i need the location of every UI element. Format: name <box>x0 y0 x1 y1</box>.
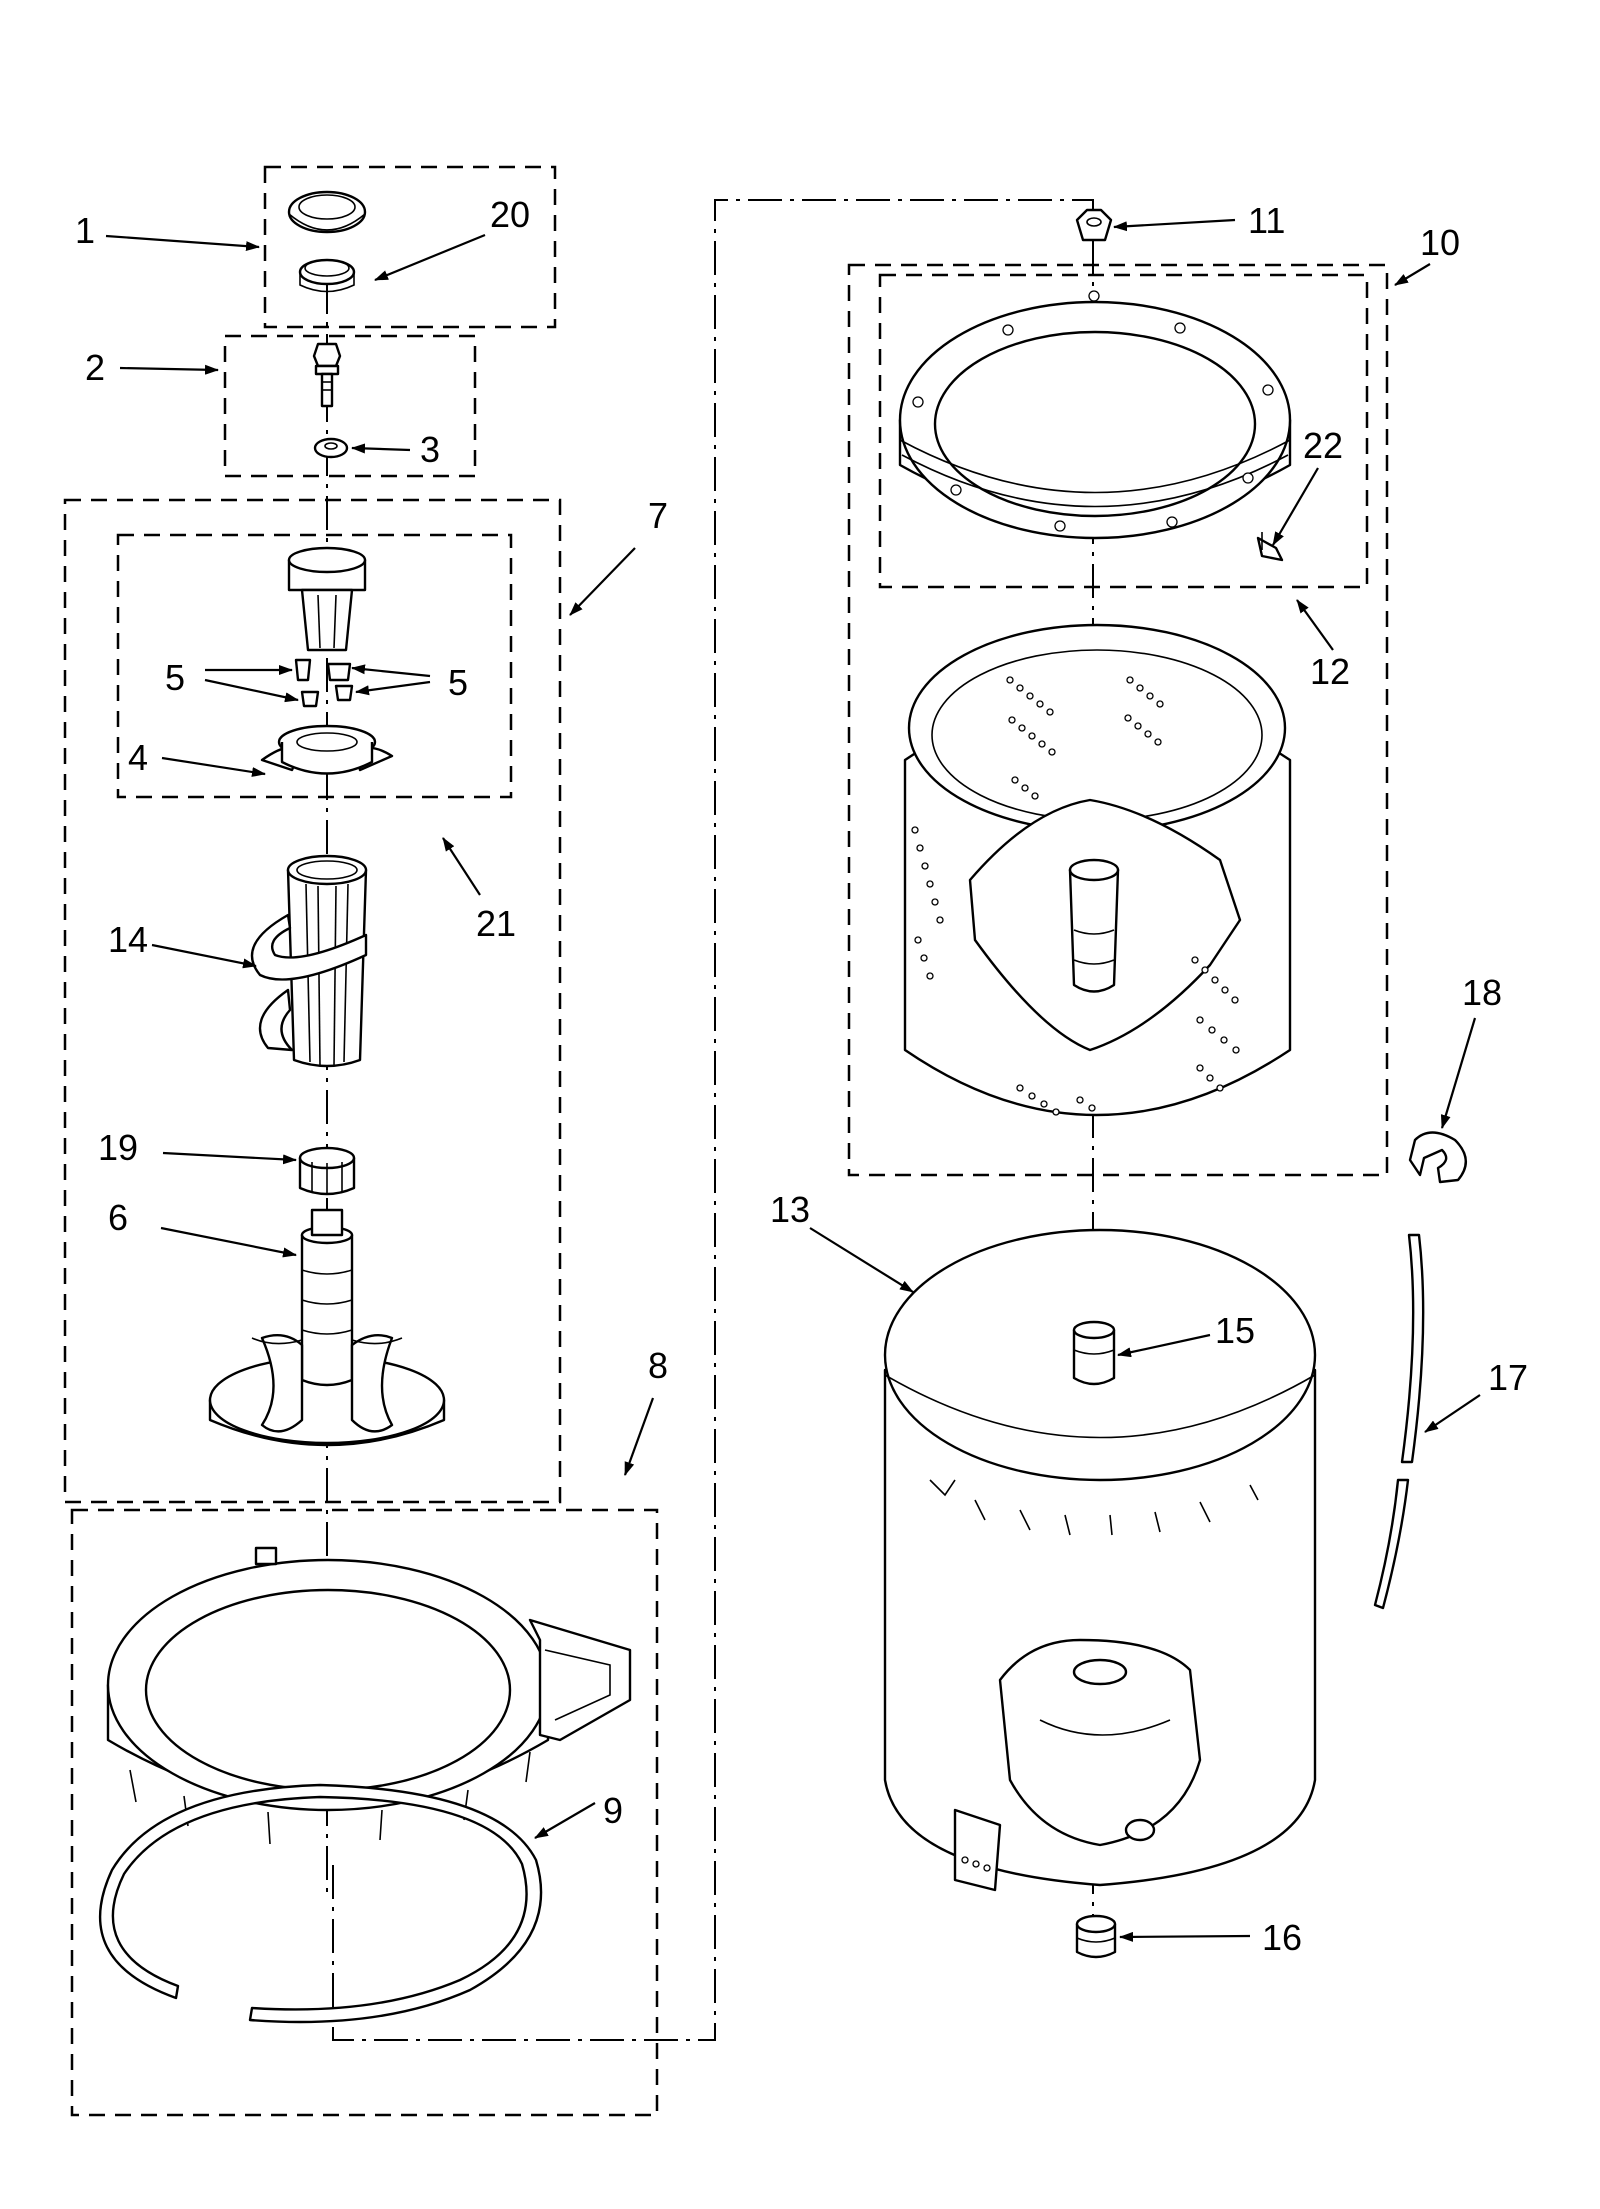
tub-ring-seal-part <box>98 1783 543 2024</box>
outer-tub-part <box>883 1228 1317 1892</box>
cap-seal-ring-part <box>298 258 356 293</box>
callout-1: 1 <box>75 210 95 251</box>
hose-clamp-part <box>1408 1131 1467 1184</box>
tub-hub-part <box>1072 1320 1116 1386</box>
cam-retainer-part <box>260 724 394 775</box>
basket-drive-nut-part <box>1075 208 1113 242</box>
basket-perforations <box>911 676 1240 1116</box>
callout-15: 15 <box>1215 1310 1255 1351</box>
callout-3: 3 <box>420 429 440 470</box>
callout-10: 10 <box>1420 222 1460 263</box>
agitator-auger-part <box>250 854 368 1068</box>
group-box-balance-ring <box>878 273 1369 589</box>
callout-22: 22 <box>1303 425 1343 466</box>
callout-21: 21 <box>476 903 516 944</box>
drive-coupler-part <box>298 1146 356 1196</box>
group-box-tub-ring <box>70 1508 659 2117</box>
bolt-washer-part <box>313 437 349 459</box>
callout-2: 2 <box>85 347 105 388</box>
balance-ring-part <box>898 290 1292 540</box>
callout-13: 13 <box>770 1189 810 1230</box>
callout-7: 7 <box>648 495 668 536</box>
group-box-basket-assembly <box>847 263 1389 1177</box>
callout-17: 17 <box>1488 1357 1528 1398</box>
axis-connector <box>332 199 1094 2041</box>
callout-labels: 1 20 2 3 7 5 5 4 21 14 19 6 8 9 11 10 22… <box>75 194 1528 1958</box>
callout-16: 16 <box>1262 1917 1302 1958</box>
callout-20: 20 <box>490 194 530 235</box>
agitator-cap-part <box>287 190 367 234</box>
callout-5-right: 5 <box>448 662 468 703</box>
callout-18: 18 <box>1462 972 1502 1013</box>
group-box-cam-kit <box>116 533 513 799</box>
group-box-agitator-cap <box>263 165 557 329</box>
drain-hose-part <box>1373 1233 1425 1610</box>
agitator-base-part <box>208 1208 446 1447</box>
balance-ring-clip-part <box>1256 532 1284 562</box>
leader-lines <box>105 218 1481 1942</box>
callout-8: 8 <box>648 1345 668 1386</box>
spin-basket-part <box>903 623 1292 1117</box>
drive-cam-part <box>287 546 367 652</box>
tub-grommet-part <box>1075 1914 1117 1959</box>
callout-6: 6 <box>108 1197 128 1238</box>
cam-dogs-part <box>294 658 354 708</box>
tub-ring-part <box>106 1546 632 1845</box>
group-box-agitator-assembly <box>63 498 562 1504</box>
callout-14: 14 <box>108 919 148 960</box>
agitator-bolt-part <box>312 342 342 408</box>
callout-4: 4 <box>128 737 148 778</box>
callout-9: 9 <box>603 1790 623 1831</box>
callout-19: 19 <box>98 1127 138 1168</box>
group-box-agitator-bolt <box>223 334 477 478</box>
callout-11: 11 <box>1248 200 1285 241</box>
callout-5-left: 5 <box>165 657 185 698</box>
callout-12: 12 <box>1310 651 1350 692</box>
